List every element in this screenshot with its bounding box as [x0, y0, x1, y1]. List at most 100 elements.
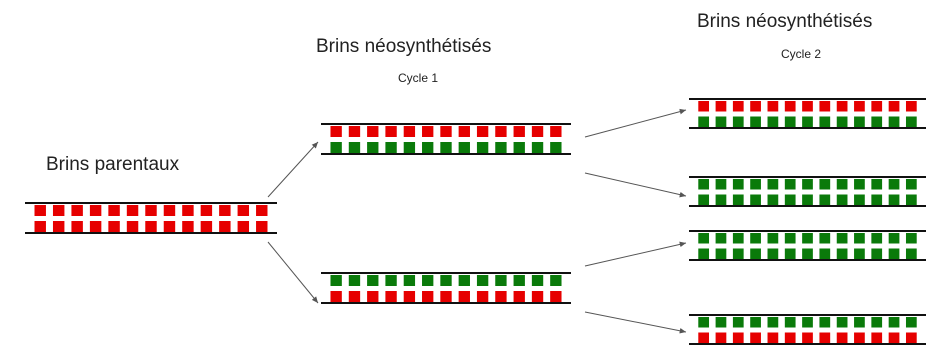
label-parental-strands: Brins parentaux: [46, 154, 180, 175]
base-top: [819, 101, 831, 112]
base-bottom: [767, 194, 779, 205]
base-top: [836, 101, 848, 112]
base-top: [698, 179, 710, 190]
base-bottom: [476, 142, 489, 153]
arrow-cycle1-a-to-cycle2-b: [584, 172, 687, 198]
base-top: [750, 101, 761, 112]
base-bottom: [767, 248, 779, 259]
base-top: [854, 179, 865, 190]
base-top: [715, 233, 727, 244]
base-top: [836, 179, 848, 190]
base-top: [495, 126, 507, 137]
arrow-cycle1-b-to-cycle2-c: [584, 241, 687, 267]
base-bottom: [888, 248, 900, 259]
base-top: [145, 205, 157, 216]
base-bottom: [422, 291, 434, 302]
base-bottom: [871, 194, 883, 205]
base-top: [784, 101, 796, 112]
base-bottom: [458, 291, 470, 302]
base-bottom: [495, 142, 507, 153]
base-bottom: [715, 194, 727, 205]
base-bottom: [348, 142, 361, 153]
base-bottom: [458, 142, 470, 153]
base-bottom: [854, 116, 865, 127]
base-bottom: [422, 142, 434, 153]
base-top: [71, 205, 83, 216]
arrow-parent-to-cycle1-b: [267, 241, 319, 304]
replication-arrows: [267, 108, 687, 334]
base-bottom: [698, 116, 710, 127]
base-bottom: [819, 248, 831, 259]
base-top: [905, 317, 917, 328]
arrow-parent-to-cycle1-a: [267, 141, 319, 198]
base-bottom: [802, 248, 813, 259]
base-bottom: [256, 221, 268, 232]
base-bottom: [367, 142, 379, 153]
base-bottom: [732, 332, 744, 343]
dna-molecules: [25, 98, 926, 345]
base-bottom: [698, 332, 710, 343]
base-top: [715, 101, 727, 112]
base-top: [330, 275, 342, 286]
base-bottom: [836, 332, 848, 343]
dna-molecule-cycle1-b: [321, 272, 571, 304]
base-bottom: [732, 248, 744, 259]
base-top: [513, 275, 525, 286]
base-top: [476, 275, 489, 286]
base-top: [348, 126, 361, 137]
base-top: [403, 275, 416, 286]
base-bottom: [348, 291, 361, 302]
base-top: [905, 101, 917, 112]
base-top: [767, 101, 779, 112]
base-top: [126, 205, 139, 216]
base-bottom: [52, 221, 65, 232]
base-bottom: [715, 248, 727, 259]
base-bottom: [440, 142, 452, 153]
base-bottom: [871, 116, 883, 127]
base-bottom: [550, 142, 562, 153]
base-top: [732, 317, 744, 328]
base-top: [385, 126, 397, 137]
base-top: [888, 317, 900, 328]
base-top: [767, 179, 779, 190]
base-top: [108, 205, 120, 216]
base-top: [348, 275, 361, 286]
base-top: [784, 233, 796, 244]
base-top: [440, 275, 452, 286]
base-top: [819, 317, 831, 328]
base-top: [89, 205, 102, 216]
base-top: [422, 126, 434, 137]
base-top: [219, 205, 231, 216]
base-bottom: [145, 221, 157, 232]
base-top: [200, 205, 213, 216]
base-top: [715, 179, 727, 190]
base-top: [531, 126, 544, 137]
base-top: [422, 275, 434, 286]
dna-molecule-cycle2-b: [689, 176, 926, 207]
base-top: [385, 275, 397, 286]
base-bottom: [905, 248, 917, 259]
base-top: [330, 126, 342, 137]
base-bottom: [163, 221, 176, 232]
base-top: [698, 317, 710, 328]
base-bottom: [698, 194, 710, 205]
base-bottom: [200, 221, 213, 232]
dna-molecule-cycle2-a: [689, 98, 926, 129]
base-top: [440, 126, 452, 137]
dna-molecule-cycle1-a: [321, 123, 571, 155]
base-top: [367, 275, 379, 286]
dna-molecule-cycle2-d: [689, 314, 926, 345]
base-top: [698, 101, 710, 112]
label-cycle1-sub: Cycle 1: [398, 71, 438, 85]
base-bottom: [108, 221, 120, 232]
base-bottom: [871, 248, 883, 259]
label-cycle2-title: Brins néosynthétisés: [697, 11, 872, 32]
base-top: [182, 205, 194, 216]
base-bottom: [732, 116, 744, 127]
base-bottom: [403, 291, 416, 302]
base-top: [836, 317, 848, 328]
base-top: [476, 126, 489, 137]
base-bottom: [330, 291, 342, 302]
base-bottom: [715, 116, 727, 127]
